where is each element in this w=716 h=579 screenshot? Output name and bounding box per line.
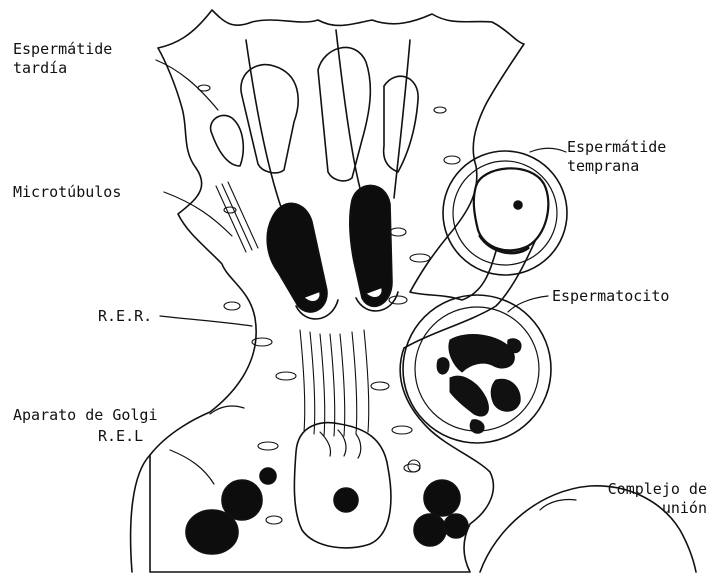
- label-rer: R.E.R.: [98, 307, 152, 326]
- vacuole-1: [241, 65, 298, 173]
- golgi-vacuole: [294, 423, 391, 548]
- spermatid-head-2: [350, 185, 392, 306]
- label-espermatocito: Espermatocito: [552, 287, 669, 306]
- label-espermatide-tardia: Espermátide tardía: [13, 40, 112, 78]
- vacuole-4: [211, 115, 244, 166]
- label-microtubulos: Microtúbulos: [13, 183, 121, 202]
- label-rel: R.E.L: [98, 427, 143, 446]
- vacuole-2: [318, 48, 370, 181]
- chromatin: [437, 335, 521, 434]
- golgi-stacks: [320, 430, 361, 458]
- label-aparato-golgi: Aparato de Golgi: [13, 406, 158, 425]
- flagellum-3: [394, 40, 410, 198]
- early-spermatid-nucleus: [474, 168, 549, 250]
- flagellum-1: [246, 40, 282, 210]
- label-complejo-union: Complejo de unión: [575, 480, 707, 518]
- organelles: [198, 85, 460, 524]
- nucleolus: [514, 201, 522, 209]
- vacuole-3: [384, 76, 419, 172]
- adjacent-cell: [131, 455, 150, 572]
- label-espermatide-temprana: Espermátide temprana: [567, 138, 666, 176]
- flagellum-2: [336, 30, 362, 196]
- lipid-droplets: [186, 468, 468, 554]
